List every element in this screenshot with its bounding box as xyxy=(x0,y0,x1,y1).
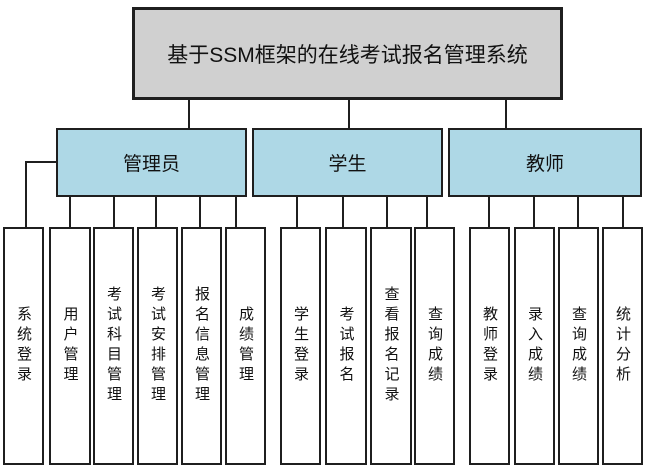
leaf-label: 考试报名 xyxy=(337,306,355,386)
connector-root-student xyxy=(348,100,350,128)
connector-student-leaf2 xyxy=(342,197,344,227)
leaf-label: 统计分析 xyxy=(614,306,631,386)
connector-admin-leaf4 xyxy=(155,197,157,227)
leaf-exam-schedule-management: 考试安排管理 xyxy=(137,227,178,465)
root-node: 基于SSM框架的在线考试报名管理系统 xyxy=(132,7,563,100)
group-label-teacher: 教师 xyxy=(525,154,564,175)
connector-student-leaf4 xyxy=(426,197,428,227)
leaf-view-registration-records: 查看报名记录 xyxy=(370,227,412,465)
group-label-student: 学生 xyxy=(328,154,367,175)
connector-student-leaf3 xyxy=(386,197,388,227)
leaf-label: 成绩管理 xyxy=(237,306,254,386)
connector-teacher-leaf1 xyxy=(488,197,490,227)
leaf-score-management: 成绩管理 xyxy=(225,227,266,465)
leaf-label: 教师登录 xyxy=(481,306,498,386)
leaf-label: 录入成绩 xyxy=(526,306,543,386)
group-node-student: 学生 xyxy=(252,128,443,197)
leaf-exam-registration: 考试报名 xyxy=(325,227,367,465)
leaf-label: 查询成绩 xyxy=(570,306,587,386)
group-node-admin: 管理员 xyxy=(56,128,247,197)
leaf-enter-scores: 录入成绩 xyxy=(514,227,555,465)
connector-teacher-leaf2 xyxy=(533,197,535,227)
connector-admin-leaf3 xyxy=(113,197,115,227)
leaf-label: 查看报名记录 xyxy=(382,286,400,406)
leaf-teacher-login: 教师登录 xyxy=(469,227,510,465)
group-label-admin: 管理员 xyxy=(122,154,180,175)
connector-elbow-vertical xyxy=(25,161,27,227)
leaf-student-login: 学生登录 xyxy=(280,227,321,465)
leaf-query-scores-teacher: 查询成绩 xyxy=(558,227,599,465)
leaf-statistics-analysis: 统计分析 xyxy=(602,227,643,465)
leaf-label: 考试科目管理 xyxy=(105,286,122,406)
root-node-title: 基于SSM框架的在线考试报名管理系统 xyxy=(167,43,528,67)
leaf-registration-info-management: 报名信息管理 xyxy=(181,227,222,465)
connector-admin-leaf5 xyxy=(199,197,201,227)
connector-root-teacher xyxy=(505,100,507,128)
leaf-system-login: 系统登录 xyxy=(3,227,44,465)
leaf-label: 报名信息管理 xyxy=(193,286,210,406)
leaf-label: 考试安排管理 xyxy=(149,286,166,406)
leaf-label: 用户管理 xyxy=(61,306,79,386)
leaf-label: 学生登录 xyxy=(292,306,309,386)
connector-elbow-horizontal xyxy=(25,161,56,163)
leaf-exam-subject-management: 考试科目管理 xyxy=(93,227,134,465)
leaf-query-scores-student: 查询成绩 xyxy=(414,227,455,465)
leaf-user-management: 用户管理 xyxy=(49,227,91,465)
leaf-label: 系统登录 xyxy=(15,306,32,386)
connector-admin-leaf2 xyxy=(69,197,71,227)
group-node-teacher: 教师 xyxy=(448,128,642,197)
connector-root-admin xyxy=(188,100,190,128)
connector-admin-leaf6 xyxy=(235,197,237,227)
connector-student-leaf1 xyxy=(296,197,298,227)
connector-teacher-leaf4 xyxy=(622,197,624,227)
leaf-label: 查询成绩 xyxy=(426,306,443,386)
connector-teacher-leaf3 xyxy=(577,197,579,227)
